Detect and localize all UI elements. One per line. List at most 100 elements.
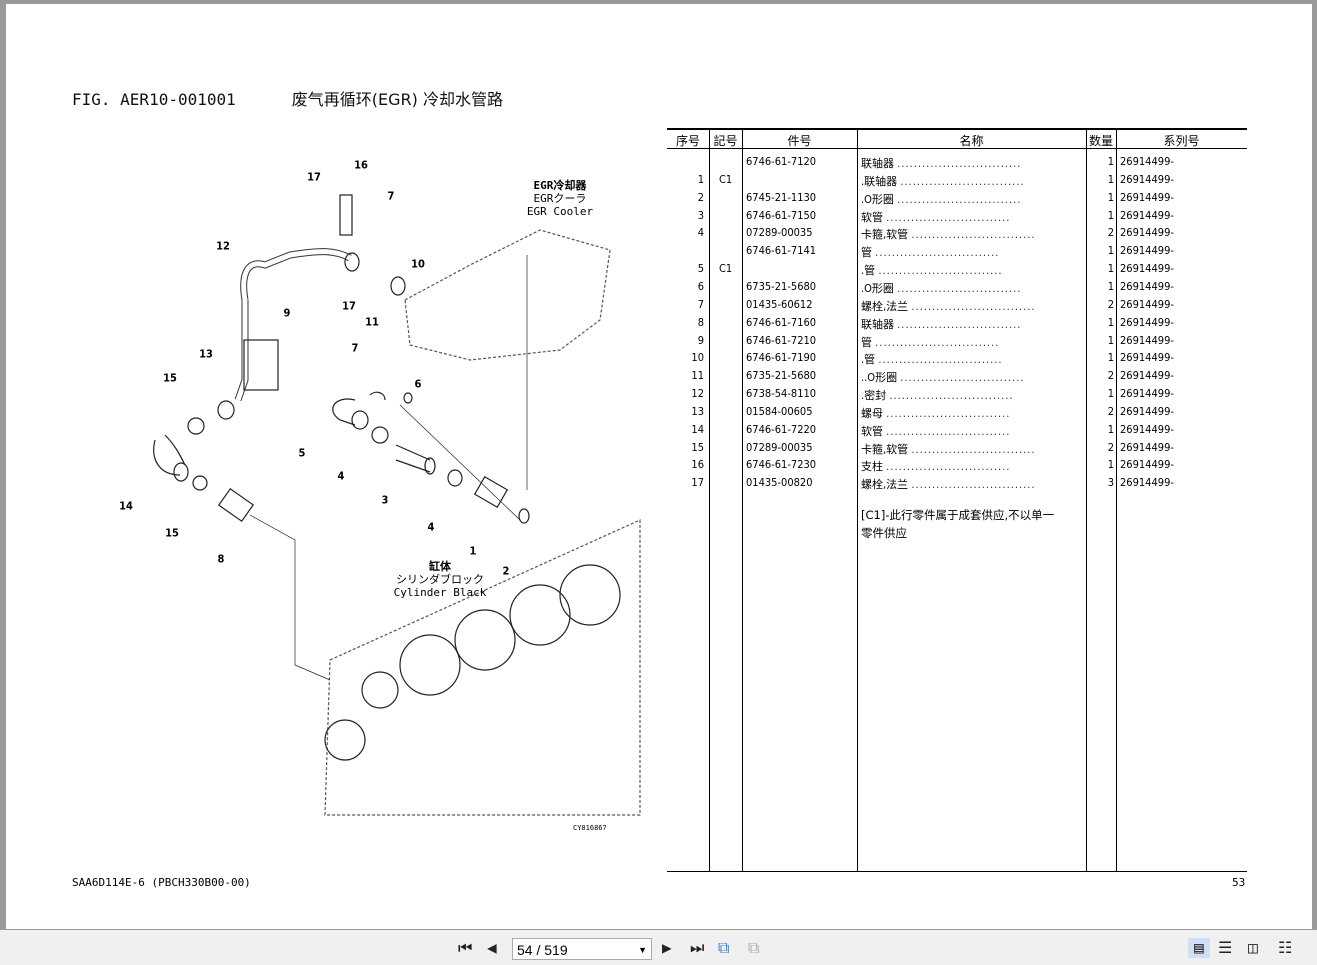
row-serial: 26914499- [1120,297,1174,311]
row-name: 联轴器 .............................. [861,157,1022,170]
row-part-number: 6735-21-5680 [746,279,817,293]
row-serial: 26914499- [1120,262,1174,276]
row-serial: 26914499- [1120,440,1174,454]
table-row: 7 01435-60612 螺栓,法兰 ....................… [667,298,1247,316]
row-name: 管 .............................. [861,246,1000,260]
row-qty: 1 [1107,172,1114,186]
row-name: 软管 .............................. [861,210,1011,224]
row-name: 螺母 .............................. [861,406,1011,420]
row-serial: 26914499- [1120,333,1174,347]
callout-17: 17 [342,299,356,313]
chevron-down-icon[interactable]: ▼ [638,945,647,955]
row-part-number: 6746-61-7120 [746,155,817,168]
callout-3: 3 [381,493,389,507]
row-serial: 26914499- [1120,458,1174,472]
table-row: 1 C1 .联轴器 ..............................… [667,173,1247,191]
row-no: 8 [697,315,704,329]
callout-11: 11 [365,315,379,329]
row-no: 6 [697,279,704,293]
row-qty: 2 [1107,440,1114,454]
row-serial: 26914499- [1120,476,1174,490]
table-row: 14 6746-61-7220 软管 .....................… [667,423,1247,441]
row-name: .管 .............................. [861,264,1003,278]
row-qty: 1 [1107,244,1114,258]
parts-diagram [153,194,641,816]
parts-table: 序号 記号 件号 名称 数量 系列号 6746-61-7120 联轴器 ....… [667,128,1247,872]
row-name: .O形圈 .............................. [861,192,1022,206]
continuous-view-icon[interactable]: ☰ [1218,938,1233,957]
row-no: 11 [691,369,704,383]
callout-4: 4 [337,469,345,483]
row-no: 10 [691,351,704,365]
single-page-view-icon[interactable]: ▤ [1188,938,1210,958]
row-serial: 26914499- [1120,351,1174,365]
table-row: 6746-61-7120 联轴器 .......................… [667,155,1247,173]
note-line-1: [C1]-此行零件属于成套供应,不以单一 [861,508,1055,522]
row-serial: 26914499- [1120,226,1174,240]
header-qty: 数量 [1086,132,1116,149]
callout-4: 4 [427,520,435,534]
row-part-number: 07289-00035 [746,440,813,454]
page-number-input[interactable]: 54 / 519▼ [512,938,652,960]
row-qty: 1 [1107,333,1114,347]
table-row: 10 6746-61-7190 .管 .....................… [667,351,1247,369]
row-part-number: 6746-61-7141 [746,244,817,258]
row-name: ..O形圈 .............................. [861,371,1025,385]
row-part-number: 6746-61-7220 [746,422,817,436]
row-no: 5 [697,262,704,276]
table-row: 8 6746-61-7160 联轴器 .....................… [667,316,1247,334]
row-part-number: 6746-61-7230 [746,458,817,472]
table-row: 16 6746-61-7230 支柱 .....................… [667,458,1247,476]
callout-6: 6 [414,377,422,391]
row-name: 支柱 .............................. [861,460,1011,474]
row-qty: 1 [1107,155,1114,168]
callout-1: 1 [469,544,477,558]
row-qty: 1 [1107,208,1114,222]
table-row: 17 01435-00820 螺栓,法兰 ...................… [667,476,1247,494]
table-row: 6 6735-21-5680 .O形圈 ....................… [667,280,1247,298]
table-row: 4 07289-00035 卡箍,软管 ....................… [667,226,1247,244]
go-back-view-icon[interactable]: ⧉ [718,938,730,957]
row-name: 软管 .............................. [861,424,1011,438]
row-name: .联轴器 .............................. [861,174,1025,188]
row-qty: 1 [1107,190,1114,204]
callout-9: 9 [283,306,291,320]
next-page-button[interactable]: ▶ [662,938,672,957]
row-mark: C1 [719,172,733,186]
row-qty: 1 [1107,351,1114,365]
row-serial: 26914499- [1120,172,1174,186]
row-no: 7 [697,297,704,311]
table-row: 12 6738-54-8110 .密封 ....................… [667,387,1247,405]
row-part-number: 6746-61-7160 [746,315,817,329]
last-page-button[interactable]: ⏭ [690,938,705,957]
row-no: 16 [691,458,704,472]
callout-15: 15 [165,526,179,540]
row-qty: 1 [1107,262,1114,276]
drawing-code: CY016867 [573,824,607,832]
page-number: 53 [1232,876,1246,889]
callout-2: 2 [502,564,510,578]
first-page-button[interactable]: ⏮ [458,938,473,957]
callout-14: 14 [119,499,133,513]
row-qty: 1 [1107,315,1114,329]
row-part-number: 6746-61-7190 [746,351,817,365]
row-part-number: 6746-61-7150 [746,208,817,222]
table-row: 11 6735-21-5680 ..O形圈 ..................… [667,369,1247,387]
prev-page-button[interactable]: ◀ [487,938,497,957]
row-part-number: 01435-60612 [746,297,813,311]
callout-10: 10 [411,257,425,271]
row-name: .O形圈 .............................. [861,281,1022,295]
header-part-no: 件号 [742,132,857,149]
header-serial: 系列号 [1116,132,1247,149]
table-row: 3 6746-61-7150 软管 ......................… [667,209,1247,227]
row-no: 3 [697,208,704,222]
row-serial: 26914499- [1120,387,1174,401]
go-forward-view-icon[interactable]: ⧉ [748,938,760,957]
row-qty: 2 [1107,369,1114,383]
callout-7: 7 [351,341,359,355]
row-part-number: 07289-00035 [746,226,813,240]
two-page-continuous-view-icon[interactable]: ☷ [1278,938,1293,957]
two-page-view-icon[interactable]: ◫ [1248,938,1258,957]
